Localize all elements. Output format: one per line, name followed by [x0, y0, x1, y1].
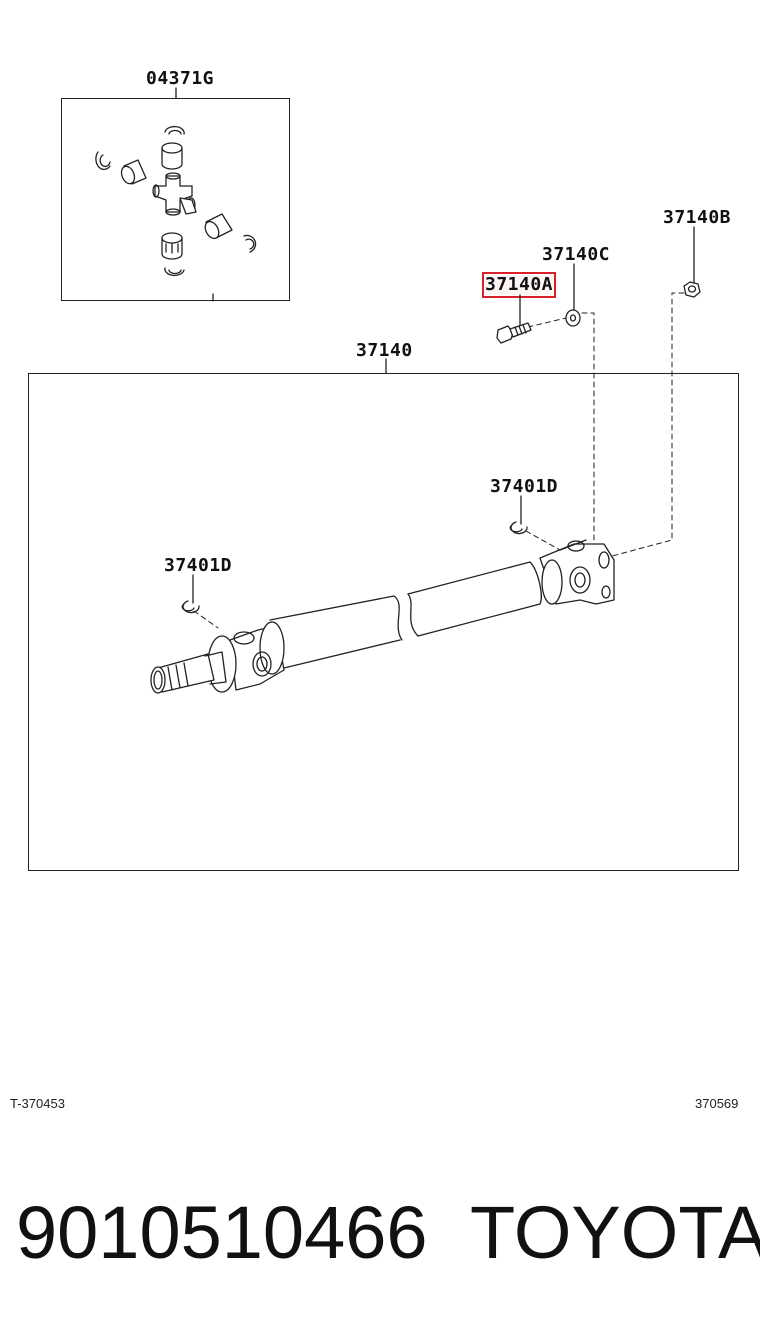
- label-37401d-rear[interactable]: 37401D: [490, 476, 559, 497]
- nut-icon: [683, 281, 701, 298]
- kit-bearing-cup-right-icon: [204, 213, 233, 240]
- kit-snap-ring-top-icon: [164, 125, 185, 135]
- kit-box: [61, 98, 290, 301]
- snap-ring-front-icon: [181, 600, 200, 614]
- ref-code-left: T-370453: [10, 1096, 65, 1111]
- bolt-icon: [496, 322, 532, 344]
- label-37140b[interactable]: 37140B: [663, 207, 732, 228]
- kit-snap-ring-right-icon: [243, 234, 257, 253]
- label-37140a[interactable]: 37140A: [481, 272, 557, 298]
- kit-bearing-cup-bottom-icon: [161, 232, 183, 260]
- washer-icon: [565, 309, 581, 327]
- brand-name: TOYOTA: [470, 1191, 760, 1274]
- label-37401d-front[interactable]: 37401D: [164, 555, 233, 576]
- kit-bearing-cup-top-icon: [161, 142, 183, 170]
- kit-snap-ring-left-icon: [95, 151, 111, 171]
- propeller-shaft-icon: [150, 539, 615, 694]
- part-number: 9010510466: [16, 1191, 428, 1274]
- label-37140[interactable]: 37140: [356, 340, 413, 361]
- kit-spider-icon: [152, 172, 197, 216]
- ref-code-right: 370569: [695, 1096, 739, 1111]
- label-04371g[interactable]: 04371G: [146, 68, 215, 89]
- label-37140c[interactable]: 37140C: [542, 244, 611, 265]
- shaft-assembly-box: [28, 373, 739, 871]
- snap-ring-rear-icon: [509, 521, 528, 535]
- kit-snap-ring-bottom-icon: [164, 267, 185, 277]
- kit-bearing-cup-left-icon: [120, 159, 147, 185]
